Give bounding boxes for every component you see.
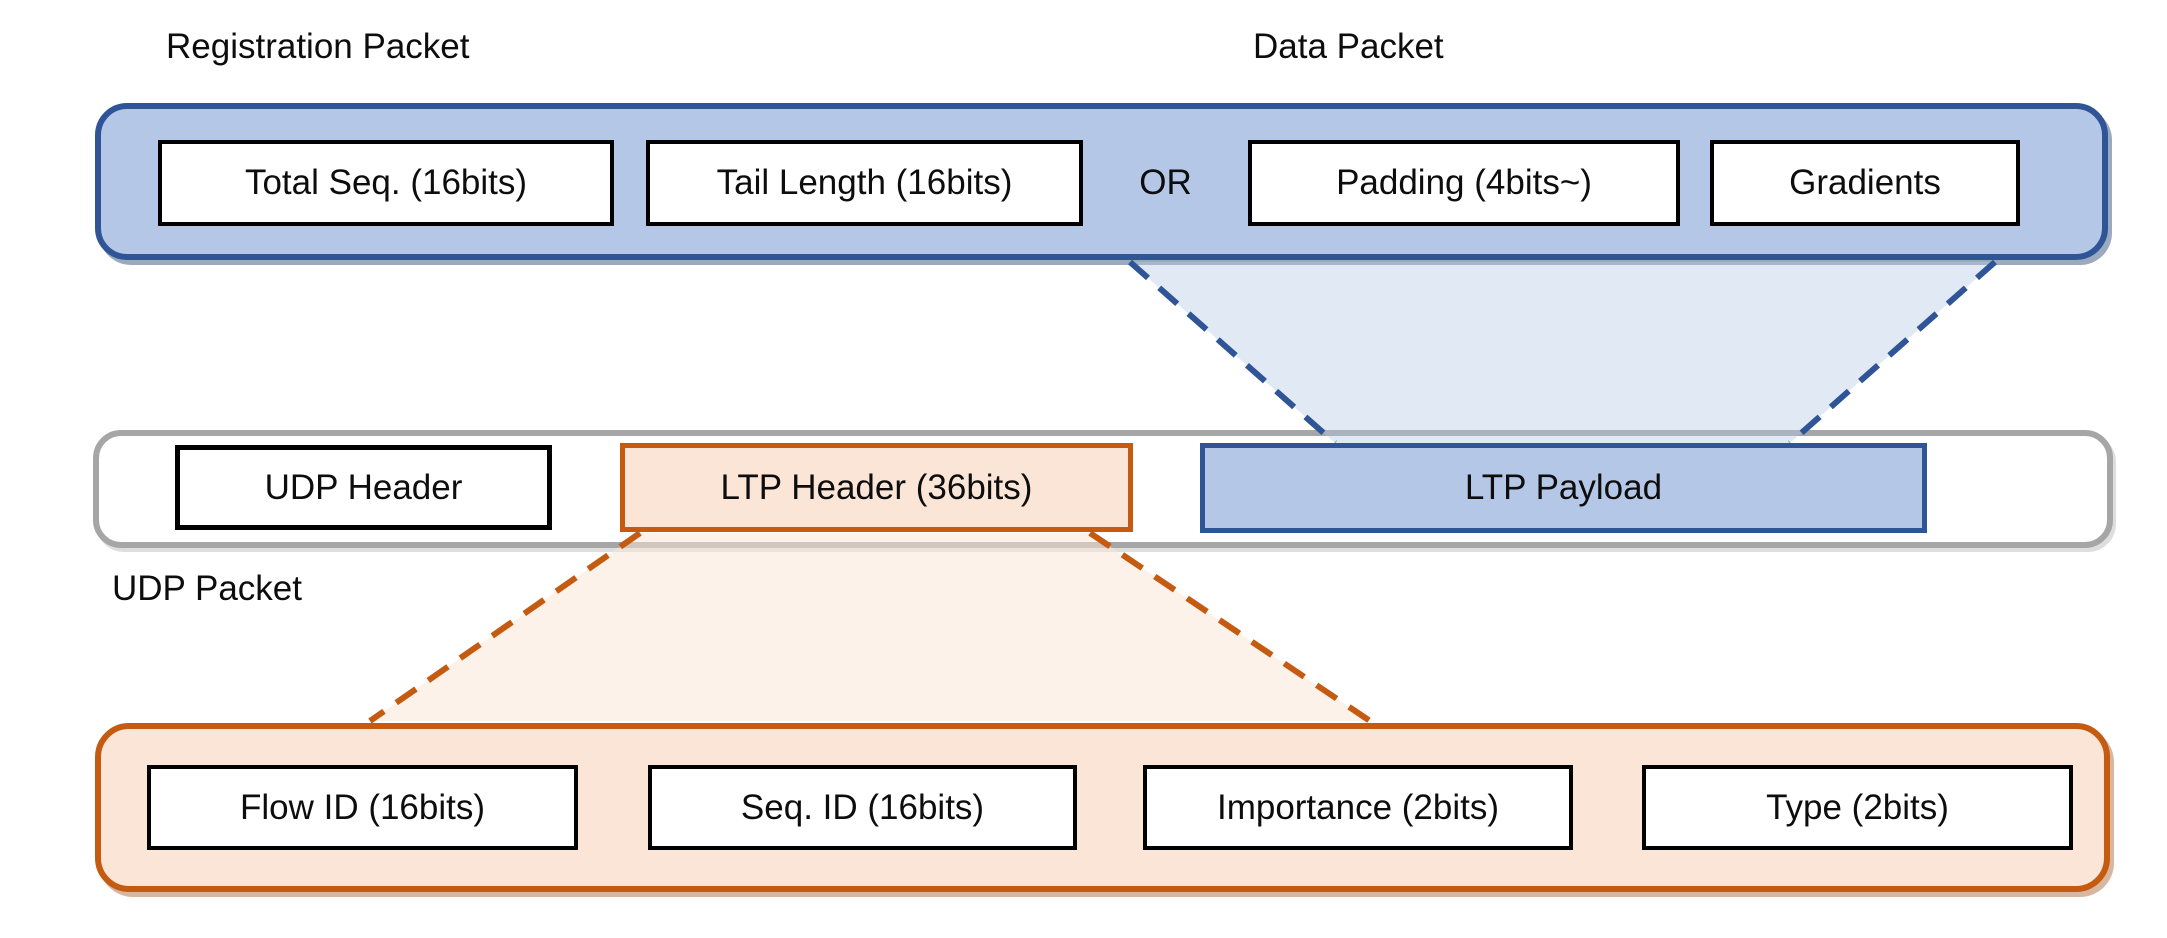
or-separator-label: OR (1139, 163, 1192, 202)
orange-expansion-trapezoid (370, 533, 1370, 721)
field-gradients: Gradients (1710, 140, 2020, 226)
field-ltp-payload: LTP Payload (1200, 443, 1927, 533)
registration-packet-label: Registration Packet (166, 27, 470, 66)
field-udp-header: UDP Header (175, 445, 552, 530)
field-tail-length: Tail Length (16bits) (646, 140, 1083, 226)
field-total-seq: Total Seq. (16bits) (158, 140, 614, 226)
blue-dashed-line-right (1788, 259, 1997, 446)
blue-dashed-line-left (1128, 259, 1337, 446)
field-ltp-header: LTP Header (36bits) (620, 443, 1133, 532)
orange-dashed-line-left (368, 530, 642, 724)
udp-packet-label: UDP Packet (112, 569, 302, 608)
field-padding: Padding (4bits~) (1248, 140, 1680, 226)
field-flow-id: Flow ID (16bits) (147, 765, 578, 850)
field-seq-id: Seq. ID (16bits) (648, 765, 1077, 850)
field-importance: Importance (2bits) (1143, 765, 1573, 850)
data-packet-label: Data Packet (1253, 27, 1444, 66)
field-type: Type (2bits) (1642, 765, 2073, 850)
orange-dashed-line-right (1088, 530, 1372, 724)
blue-expansion-trapezoid (1130, 262, 1995, 443)
